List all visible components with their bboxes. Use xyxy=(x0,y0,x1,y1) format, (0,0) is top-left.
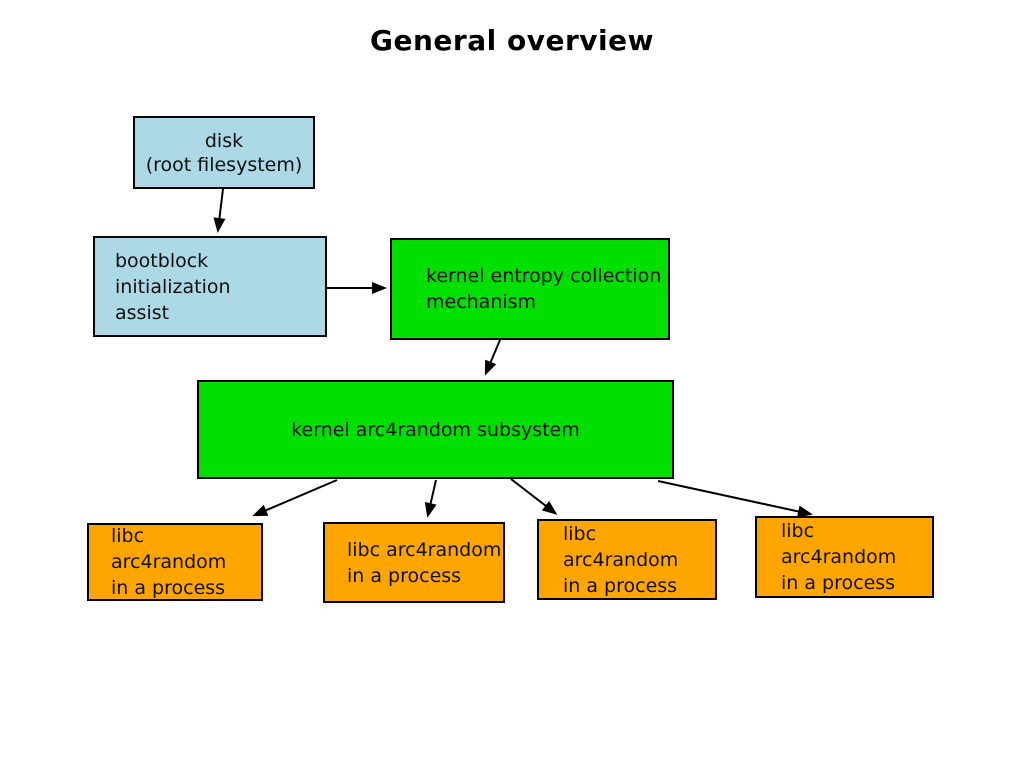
node-arc4random-label: kernel arc4random subsystem xyxy=(291,418,580,441)
node-disk-label: disk (root filesystem) xyxy=(145,129,303,176)
node-libc-process-3: libc arc4random in a process xyxy=(537,519,717,600)
node-libc-3-label: libc arc4random in a process xyxy=(563,522,679,597)
arrow-arc4random-to-libc-2 xyxy=(424,479,437,518)
node-libc-2-label: libc arc4random in a process xyxy=(347,538,502,587)
node-entropy-label: kernel entropy collection mechanism xyxy=(426,265,662,313)
node-bootblock-label: bootblock initialization assist xyxy=(115,249,231,324)
node-libc-1-label: libc arc4random in a process xyxy=(111,525,227,599)
node-kernel-entropy-collection: kernel entropy collection mechanism xyxy=(390,238,670,340)
arrow-arc4random-to-libc-4 xyxy=(657,480,813,518)
node-kernel-arc4random-subsystem: kernel arc4random subsystem xyxy=(197,380,674,479)
arrow-disk-to-bootblock xyxy=(213,188,226,233)
arrow-arc4random-to-libc-1 xyxy=(252,479,338,517)
node-libc-4-label: libc arc4random in a process xyxy=(781,520,897,594)
node-bootblock-initialization-assist: bootblock initialization assist xyxy=(93,236,327,337)
arrow-entropy-to-arc4random xyxy=(484,339,501,376)
node-libc-process-1: libc arc4random in a process xyxy=(87,523,263,601)
node-disk: disk (root filesystem) xyxy=(133,116,315,189)
node-libc-process-2: libc arc4random in a process xyxy=(323,522,505,603)
node-libc-process-4: libc arc4random in a process xyxy=(755,516,934,598)
arrow-arc4random-to-libc-3 xyxy=(510,478,558,515)
page-title: General overview xyxy=(370,24,654,57)
